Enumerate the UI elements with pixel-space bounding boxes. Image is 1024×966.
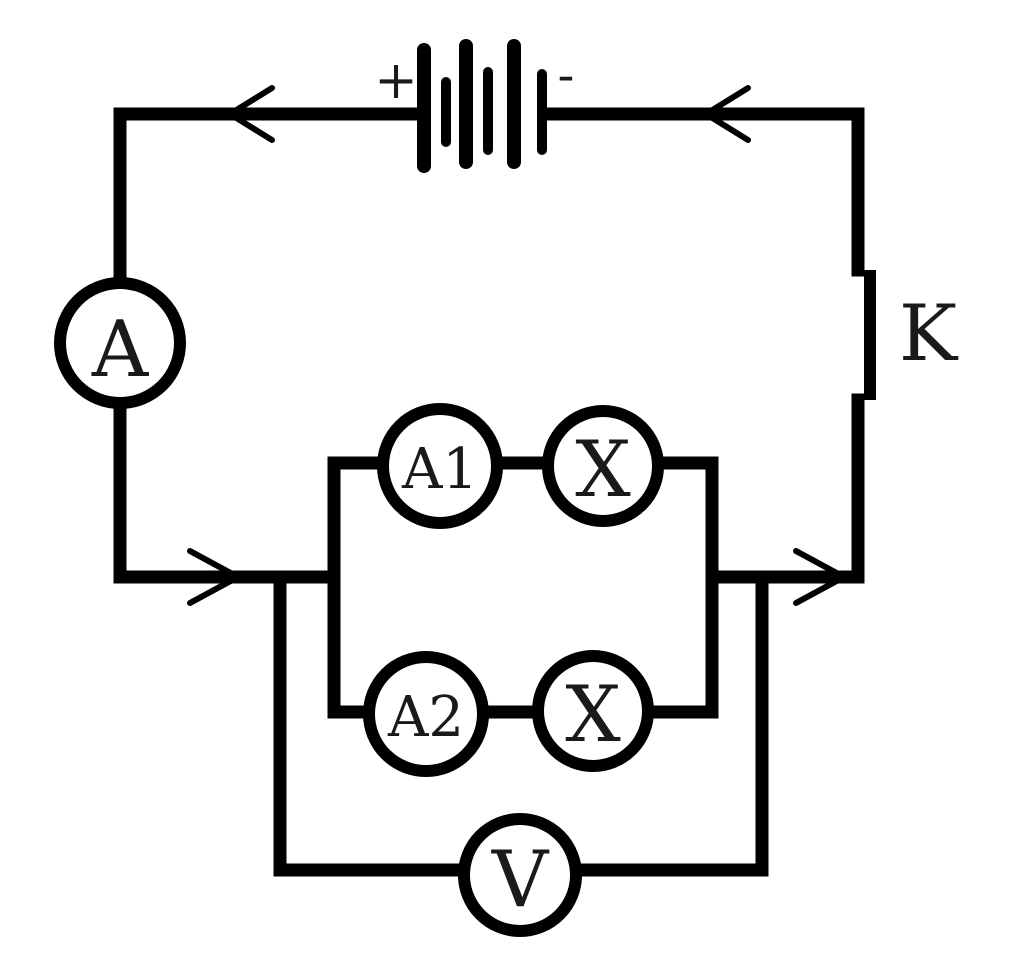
wire-top-right [543, 107, 865, 277]
wire-top-left [113, 107, 425, 287]
lamp-2-ring [532, 650, 654, 772]
lamp-1-ring [542, 405, 664, 527]
ammeter-a1: A1 [377, 403, 503, 529]
main-ammeter-ring [54, 277, 186, 409]
wire-branch-right [643, 456, 719, 719]
voltmeter: V [458, 813, 582, 937]
lamp-2-label: X [565, 670, 621, 760]
current-arrows [187, 85, 851, 606]
arrow-left-top-right [700, 85, 751, 143]
ammeter-a2: A2 [363, 651, 489, 777]
switch-label: K [899, 289, 959, 379]
ammeter-a1-label: A1 [401, 437, 478, 502]
wire-voltmeter-left [273, 570, 469, 877]
battery-minus-sign: - [558, 46, 575, 104]
wire-branch-top [327, 456, 392, 584]
arrow-right-bottom-right [793, 548, 851, 606]
arrow-left-top-left [224, 85, 275, 143]
wire-left-lower [113, 398, 341, 584]
ammeter-a2-ring [363, 651, 489, 777]
wire-voltmeter-right [571, 570, 769, 877]
arrow-right-bottom-left [187, 548, 245, 606]
wire-right-lower [705, 393, 865, 584]
battery-plus-sign: + [374, 51, 418, 111]
ammeter-a1-ring [377, 403, 503, 529]
lamp-1-label: X [575, 425, 631, 515]
wire-branch-bottom [327, 570, 375, 719]
lamp-2: X [532, 650, 654, 772]
battery: + - [374, 39, 575, 173]
wires [113, 107, 865, 877]
switch-k: K [864, 270, 959, 400]
main-ammeter-label: A [91, 305, 150, 395]
voltmeter-label: V [491, 835, 550, 925]
lamp-1: X [542, 405, 664, 527]
voltmeter-ring [458, 813, 582, 937]
main-ammeter: A [54, 277, 186, 409]
ammeter-a2-label: A2 [387, 685, 464, 750]
